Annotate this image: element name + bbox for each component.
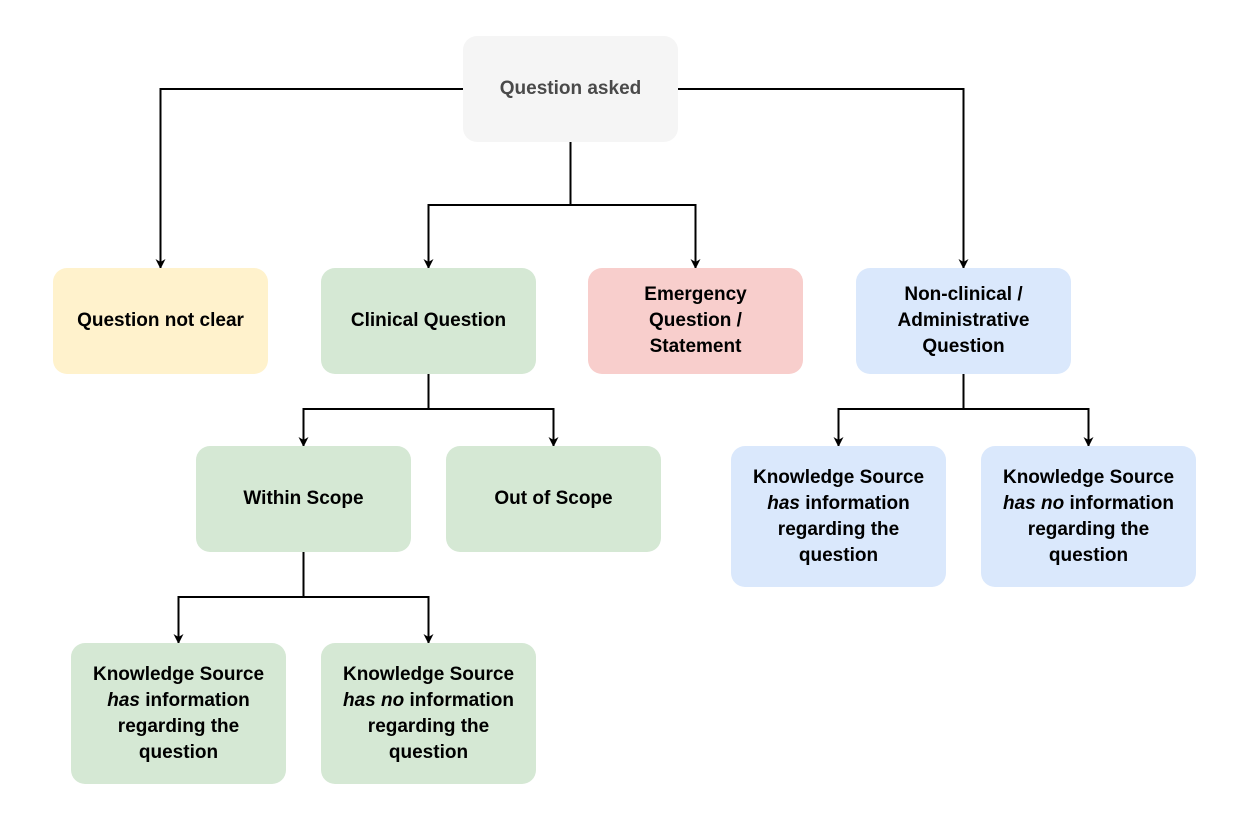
node-label-line: Knowledge Source [343,662,514,688]
emphasis-text: has no [342,689,405,711]
label-text: question [138,741,219,763]
node-label: Within Scope [243,486,363,512]
node-label-line: Question not clear [77,308,244,334]
node-label-line: Out of Scope [494,486,612,512]
label-text: question [388,741,469,763]
label-text: Question asked [499,78,642,99]
out-of-scope-node: Out of Scope [446,446,661,552]
emphasis-text: has [107,689,140,711]
label-text: regarding the [117,715,240,737]
label-text: Emergency [644,284,747,305]
label-text: Statement [649,336,742,357]
label-text: Knowledge Source [342,663,515,685]
node-label-line: has no information [1003,491,1174,517]
label-text: Question not clear [77,310,244,331]
edge-clinical-question-to-out-of-scope [427,374,559,447]
edge-non-clinical-question-to-admin-ks-has-info [833,374,965,447]
label-text: question [1048,544,1129,566]
node-label-line: Question [898,334,1030,360]
node-label-line: has information [93,688,264,714]
node-label-line: Statement [644,334,746,360]
node-label-line: has information [753,491,924,517]
emphasis-text: has no [1002,492,1065,514]
node-label-line: Question asked [500,76,642,102]
question-not-clear-node: Question not clear [53,268,268,374]
label-text: Knowledge Source [92,663,265,685]
node-label-line: Administrative [898,308,1030,334]
label-text: Clinical Question [350,310,507,331]
node-label-line: regarding the [1003,517,1174,543]
node-label-line: Knowledge Source [93,662,264,688]
label-text: regarding the [1027,518,1150,540]
edge-question-asked-to-emergency-question [569,142,701,269]
label-text: Out of Scope [494,488,613,509]
node-label-line: Within Scope [243,486,363,512]
edge-within-scope-to-clinical-ks-no-info [302,552,434,644]
node-label-line: Question / [644,308,746,334]
edge-clinical-question-to-within-scope [298,374,430,447]
edge-question-asked-to-question-not-clear [155,88,463,269]
node-label: Out of Scope [494,486,612,512]
node-label-line: regarding the [753,517,924,543]
node-label-line: question [343,740,514,766]
label-text: regarding the [367,715,490,737]
label-text: Within Scope [243,488,364,509]
label-text: Non-clinical / [904,284,1023,305]
label-text: information [1064,492,1174,514]
label-text: regarding the [777,518,900,540]
node-label-line: regarding the [343,714,514,740]
node-label: Question asked [500,76,642,102]
label-text: Knowledge Source [752,466,925,488]
label-text: question [798,544,879,566]
node-label-line: Knowledge Source [1003,465,1174,491]
node-label-line: Emergency [644,282,746,308]
label-text: information [799,492,910,514]
clinical-question-node: Clinical Question [321,268,536,374]
edge-non-clinical-question-to-admin-ks-no-info [962,374,1094,447]
node-label: Clinical Question [351,308,506,334]
node-label-line: Non-clinical / [898,282,1030,308]
question-asked-node: Question asked [463,36,678,142]
label-text: Knowledge Source [1002,466,1175,488]
within-scope-node: Within Scope [196,446,411,552]
node-label-line: Knowledge Source [753,465,924,491]
label-text: Question / [649,310,742,331]
node-label-line: question [93,740,264,766]
node-label-line: has no information [343,688,514,714]
edge-question-asked-to-clinical-question [423,142,572,269]
node-label-line: regarding the [93,714,264,740]
label-text: Question [922,336,1005,357]
edge-within-scope-to-clinical-ks-has-info [173,552,305,644]
edge-question-asked-to-non-clinical-question [678,88,969,269]
label-text: Administrative [897,310,1030,331]
node-label-line: question [753,543,924,569]
emphasis-text: has [767,492,800,514]
label-text: information [139,689,250,711]
node-label: Question not clear [77,308,244,334]
node-label-line: question [1003,543,1174,569]
label-text: information [404,689,514,711]
node-label-line: Clinical Question [351,308,506,334]
